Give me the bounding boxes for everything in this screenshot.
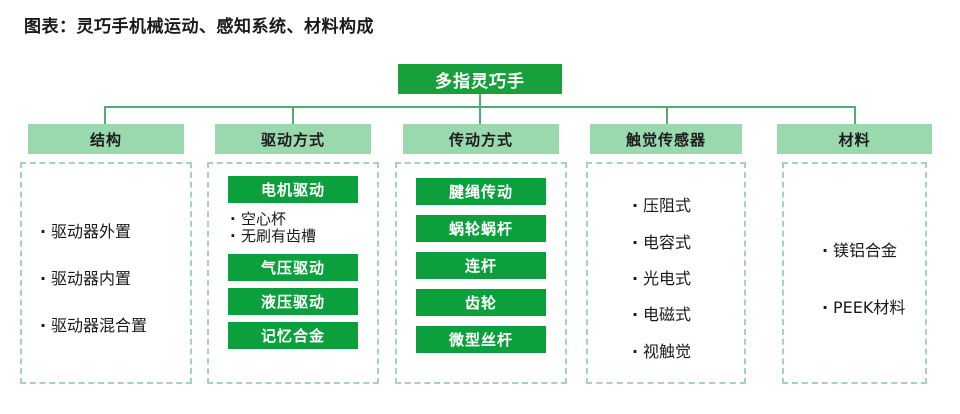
list-item: 空心杯 [228, 211, 358, 228]
list-item: 驱动器混合置 [22, 312, 190, 336]
list-item: 电磁式 [614, 301, 744, 325]
column-actuation: 驱动方式 电机驱动 空心杯 无刷有齿槽 气压驱动 液压驱动 记忆合金 [207, 124, 379, 384]
column-body-tactile-sensor: 压阻式 电容式 光电式 电磁式 视触觉 [586, 162, 746, 384]
node-motor-drive: 电机驱动 [228, 176, 358, 203]
page-title: 图表：灵巧手机械运动、感知系统、材料构成 [24, 17, 374, 37]
column-structure: 结构 驱动器外置 驱动器内置 驱动器混合置 [20, 124, 192, 384]
column-transmission: 传动方式 腱绳传动 蜗轮蜗杆 连杆 齿轮 微型丝杆 [395, 124, 567, 384]
column-header-material: 材料 [777, 124, 932, 154]
bullet-list-structure: 驱动器外置 驱动器内置 驱动器混合置 [22, 172, 190, 382]
column-body-actuation: 电机驱动 空心杯 无刷有齿槽 气压驱动 液压驱动 记忆合金 [207, 162, 379, 384]
column-body-transmission: 腱绳传动 蜗轮蜗杆 连杆 齿轮 微型丝杆 [395, 162, 567, 384]
node-linkage: 连杆 [416, 252, 546, 279]
column-tactile-sensor: 触觉传感器 压阻式 电容式 光电式 电磁式 视触觉 [586, 124, 746, 384]
list-item: 无刷有齿槽 [228, 227, 358, 245]
node-pneumatic-drive: 气压驱动 [228, 253, 358, 281]
column-material: 材料 镁铝合金 PEEK材料 [777, 124, 932, 384]
connector-drop-3 [479, 106, 481, 124]
bullet-list-tactile-sensor: 压阻式 电容式 光电式 电磁式 视触觉 [588, 172, 744, 382]
node-micro-leadscrew: 微型丝杆 [416, 326, 546, 353]
connector-drop-2 [292, 106, 294, 124]
connector-drop-4 [666, 106, 668, 124]
list-item: 视触觉 [614, 338, 744, 362]
list-item: 电容式 [614, 229, 744, 253]
sub-bullet-list-motor: 空心杯 无刷有齿槽 [228, 211, 358, 245]
connector-stem [479, 94, 481, 107]
column-body-structure: 驱动器外置 驱动器内置 驱动器混合置 [20, 162, 192, 384]
pill-list-actuation: 电机驱动 空心杯 无刷有齿槽 气压驱动 液压驱动 记忆合金 [209, 172, 377, 349]
list-item: 驱动器内置 [22, 265, 190, 289]
column-header-actuation: 驱动方式 [215, 124, 371, 154]
list-item: 镁铝合金 [804, 237, 925, 261]
list-item: 压阻式 [614, 192, 744, 216]
node-worm-gear: 蜗轮蜗杆 [416, 215, 546, 242]
column-header-structure: 结构 [28, 124, 184, 154]
connector-drop-1 [104, 106, 106, 124]
node-memory-alloy: 记忆合金 [228, 321, 358, 349]
column-header-tactile-sensor: 触觉传感器 [590, 124, 742, 154]
column-body-material: 镁铝合金 PEEK材料 [782, 162, 927, 384]
node-tendon-drive: 腱绳传动 [416, 178, 546, 205]
connector-drop-5 [854, 106, 856, 124]
column-header-transmission: 传动方式 [403, 124, 559, 154]
list-item: 驱动器外置 [22, 218, 190, 242]
root-node: 多指灵巧手 [398, 64, 562, 94]
pill-list-transmission: 腱绳传动 蜗轮蜗杆 连杆 齿轮 微型丝杆 [397, 172, 565, 353]
node-gear: 齿轮 [416, 289, 546, 316]
list-item: 光电式 [614, 265, 744, 289]
node-hydraulic-drive: 液压驱动 [228, 287, 358, 315]
bullet-list-material: 镁铝合金 PEEK材料 [784, 172, 925, 382]
list-item: PEEK材料 [804, 294, 925, 318]
